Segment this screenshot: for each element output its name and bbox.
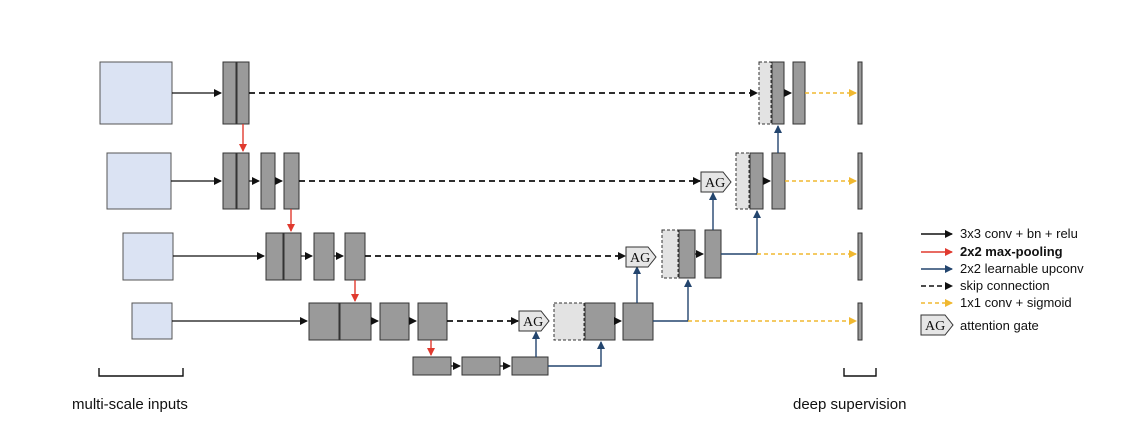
legend-item-pool: 2x2 max-pooling — [921, 244, 1063, 259]
legend-label: 3x3 conv + bn + relu — [960, 226, 1078, 241]
input-image-level-4 — [131, 302, 173, 340]
output-map — [857, 61, 863, 125]
attention-gate-label: AG — [925, 319, 945, 334]
supervision-bracket — [843, 368, 877, 377]
feature-block — [461, 356, 501, 376]
attention-gate-label: AG — [705, 176, 725, 191]
conv-arrows — [171, 89, 792, 370]
legend-item-attention-gate: AG attention gate — [920, 314, 1039, 336]
attention-gate: AG — [625, 246, 657, 268]
feature-block — [339, 302, 372, 341]
output-map — [857, 152, 863, 210]
legend-label: 1x1 conv + sigmoid — [960, 295, 1072, 310]
encoder — [222, 61, 448, 341]
feature-block — [313, 232, 335, 281]
feature-block — [344, 232, 366, 281]
sigmoid-arrows — [688, 89, 857, 325]
multi-scale-inputs — [99, 61, 174, 340]
legend-label: skip connection — [960, 278, 1050, 293]
feature-block — [236, 61, 250, 125]
feature-block — [622, 302, 654, 341]
legend-item-skip: skip connection — [921, 278, 1050, 293]
decoder — [553, 61, 806, 341]
legend-item-conv: 3x3 conv + bn + relu — [921, 226, 1078, 241]
feature-block — [283, 232, 302, 281]
attention-gate-label: AG — [630, 251, 650, 266]
feature-block — [222, 152, 237, 210]
attention-gate: AG — [700, 171, 732, 193]
gated-skip-block — [553, 302, 585, 341]
legend-label: attention gate — [960, 318, 1039, 333]
input-image-level-1 — [99, 61, 173, 125]
feature-block — [771, 61, 785, 125]
feature-block — [417, 302, 448, 341]
gated-skip-block — [661, 229, 679, 279]
feature-block — [308, 302, 340, 341]
feature-block — [749, 152, 764, 210]
attention-gate-label: AG — [523, 315, 543, 330]
feature-block — [283, 152, 300, 210]
feature-block — [260, 152, 276, 210]
feature-block — [771, 152, 786, 210]
feature-block — [704, 229, 722, 279]
feature-block — [236, 152, 250, 210]
feature-block — [792, 61, 806, 125]
feature-block — [511, 356, 549, 376]
supervision-label: deep supervision — [793, 396, 906, 413]
deep-supervision-outputs — [857, 61, 863, 341]
gated-skip-block — [735, 152, 750, 210]
input-image-level-2 — [106, 152, 172, 210]
inputs-bracket — [98, 368, 184, 377]
output-map — [857, 232, 863, 281]
pool-arrows — [239, 124, 435, 356]
legend-item-upconv: 2x2 learnable upconv — [921, 261, 1084, 276]
bottleneck — [412, 356, 549, 376]
inputs-label: multi-scale inputs — [72, 396, 188, 413]
legend-label: 2x2 learnable upconv — [960, 261, 1084, 276]
feature-block — [379, 302, 410, 341]
feature-block — [678, 229, 696, 279]
feature-block — [222, 61, 237, 125]
legend: 3x3 conv + bn + relu 2x2 max-pooling 2x2… — [920, 226, 1084, 336]
gated-skip-block — [758, 61, 772, 125]
skip-connections — [249, 89, 758, 325]
feature-block — [265, 232, 284, 281]
input-image-level-3 — [122, 232, 174, 281]
feature-block — [584, 302, 616, 341]
legend-item-sigmoid: 1x1 conv + sigmoid — [921, 295, 1072, 310]
output-map — [857, 302, 863, 341]
legend-label: 2x2 max-pooling — [960, 244, 1063, 259]
feature-block — [412, 356, 452, 376]
attention-gate: AG — [518, 310, 550, 332]
